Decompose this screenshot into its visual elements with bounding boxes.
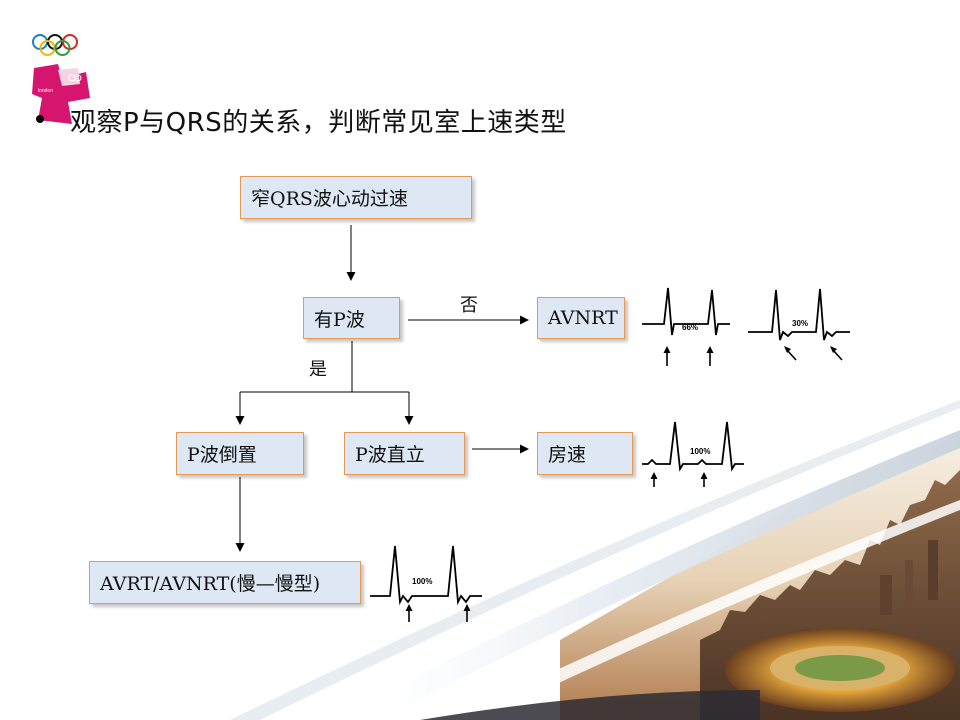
box-p-wave-upright: P波直立 xyxy=(344,432,465,475)
box-atrial-label: 房速 xyxy=(548,444,587,466)
box-avrt-label: AVRT/AVNRT(慢—慢型) xyxy=(100,573,321,595)
box-atrial-tachycardia: 房速 xyxy=(537,432,633,475)
ecg-waveform-avnrt-30: 30% xyxy=(748,288,850,361)
olympic-rings-icon xyxy=(32,34,78,56)
box-p-wave-label: 有P波 xyxy=(314,308,365,331)
bullet-icon xyxy=(36,115,44,123)
box-narrow-qrs-tachycardia: 窄QRS波心动过速 xyxy=(240,176,472,219)
box-p-wave-present: 有P波 xyxy=(303,297,400,339)
ecg-waveform-atrial-100: 100% xyxy=(642,421,744,487)
olympic-logo: london xyxy=(32,34,90,124)
box-avnrt-label: AVNRT xyxy=(548,307,618,329)
london-2012-emblem-icon: london xyxy=(32,64,90,124)
slide-heading: 观察P与QRS的关系，判断常见室上速类型 xyxy=(70,108,567,138)
waveform-label-30: 30% xyxy=(792,319,808,328)
waveform-label-avrt-100: 100% xyxy=(412,577,432,586)
svg-text:london: london xyxy=(38,88,53,94)
box-p-upright-label: P波直立 xyxy=(355,444,425,466)
label-no: 否 xyxy=(460,295,478,316)
box-narrow-qrs-label: 窄QRS波心动过速 xyxy=(251,188,408,210)
box-avrt-avnrt-slow-slow: AVRT/AVNRT(慢—慢型) xyxy=(89,561,361,604)
box-p-inverted-label: P波倒置 xyxy=(187,444,257,466)
waveform-label-66: 66% xyxy=(682,323,698,332)
ecg-waveform-avrt-100: 100% xyxy=(370,545,482,622)
box-p-wave-inverted: P波倒置 xyxy=(176,432,304,475)
waveform-label-atrial-100: 100% xyxy=(690,447,710,456)
ecg-waveform-avnrt-66: 66% xyxy=(642,287,730,366)
label-yes: 是 xyxy=(309,359,327,380)
box-avnrt: AVNRT xyxy=(537,297,625,339)
